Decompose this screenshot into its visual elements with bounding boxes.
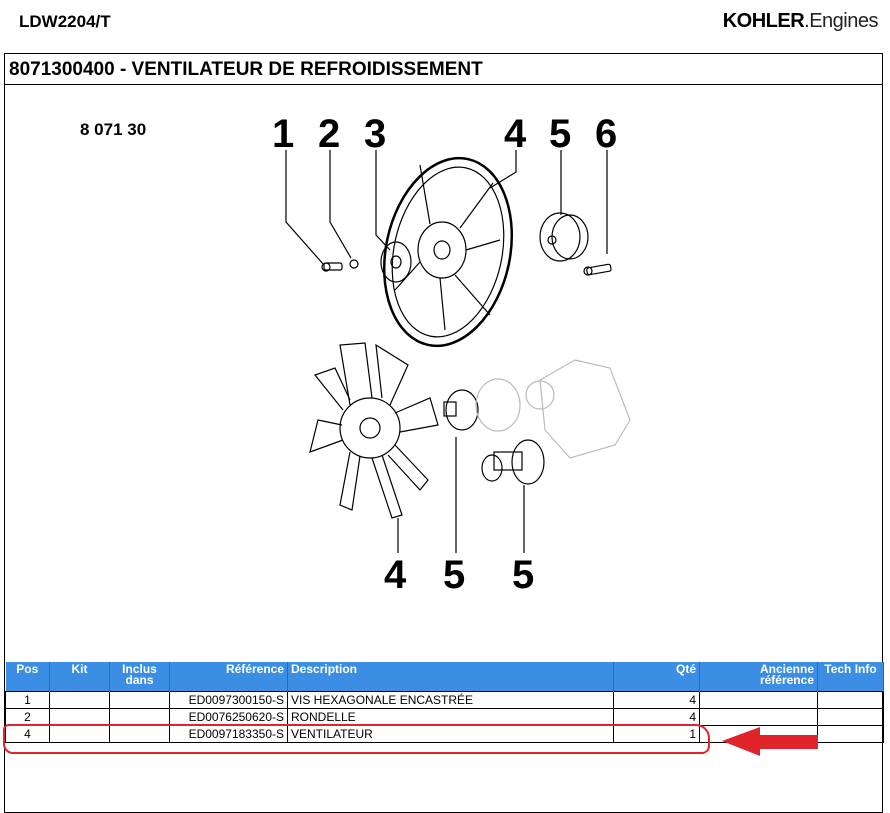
table-row[interactable]: 1 ED0097300150-S VIS HEXAGONALE ENCASTRÉ… (5, 691, 884, 709)
kohler-logo: KOHLER.Engines (722, 10, 879, 32)
col-kit: Kit (49, 662, 110, 692)
cell-reference: ED0097300150-S (169, 691, 288, 709)
section-title: 8071300400 - VENTILATEUR DE REFROIDISSEM… (4, 53, 883, 85)
callout-4: 4 (504, 112, 527, 156)
cell-qte: 1 (613, 725, 700, 743)
model-title: LDW2204/T (19, 12, 111, 31)
callout-1: 1 (272, 112, 295, 156)
cell-ancienne (699, 708, 818, 726)
cell-pos: 1 (5, 691, 50, 709)
col-pos: Pos (5, 662, 50, 692)
cell-kit (49, 725, 110, 743)
cell-inclus (109, 708, 170, 726)
col-reference: Référence (169, 662, 288, 692)
cell-tech (817, 691, 884, 709)
cell-inclus (109, 725, 170, 743)
cell-qte: 4 (613, 708, 700, 726)
cell-kit (49, 691, 110, 709)
cell-description: VENTILATEUR (287, 725, 614, 743)
table-row[interactable]: 2 ED0076250620-S RONDELLE 4 (5, 708, 884, 726)
callout-4-fan: 4 (384, 553, 407, 597)
brand-light: Engines (809, 10, 878, 32)
callout-5-hub-a: 5 (443, 553, 466, 597)
cell-tech (817, 708, 884, 726)
callout-5: 5 (549, 112, 572, 156)
diagram-drawing (285, 150, 631, 553)
cell-reference: ED0076250620-S (169, 708, 288, 726)
figure-code: 8 071 30 (80, 120, 147, 139)
cell-description: RONDELLE (287, 708, 614, 726)
col-qte: Qté (613, 662, 700, 692)
col-description: Description (287, 662, 614, 692)
exploded-parts-diagram: 1 2 3 4 5 6 4 5 5 (240, 100, 660, 600)
cell-qte: 4 (613, 691, 700, 709)
col-ancienne-reference: Ancienne référence (699, 662, 818, 692)
col-inclus-dans: Inclus dans (109, 662, 170, 692)
cell-kit (49, 708, 110, 726)
col-tech-info: Tech Info (817, 662, 884, 692)
callout-6: 6 (595, 112, 618, 156)
brand-bold: KOHLER (722, 10, 805, 32)
callout-3: 3 (364, 112, 387, 156)
cell-reference: ED0097183350-S (169, 725, 288, 743)
cell-tech (817, 725, 884, 743)
cell-ancienne (699, 691, 818, 709)
red-arrow-icon (722, 727, 818, 756)
cell-description: VIS HEXAGONALE ENCASTRÉE (287, 691, 614, 709)
cell-pos: 4 (5, 725, 50, 743)
callout-5-hub-b: 5 (512, 553, 535, 597)
table-header-row: Pos Kit Inclus dans Référence Descriptio… (5, 662, 884, 692)
cell-inclus (109, 691, 170, 709)
cell-pos: 2 (5, 708, 50, 726)
callout-2: 2 (318, 112, 341, 156)
